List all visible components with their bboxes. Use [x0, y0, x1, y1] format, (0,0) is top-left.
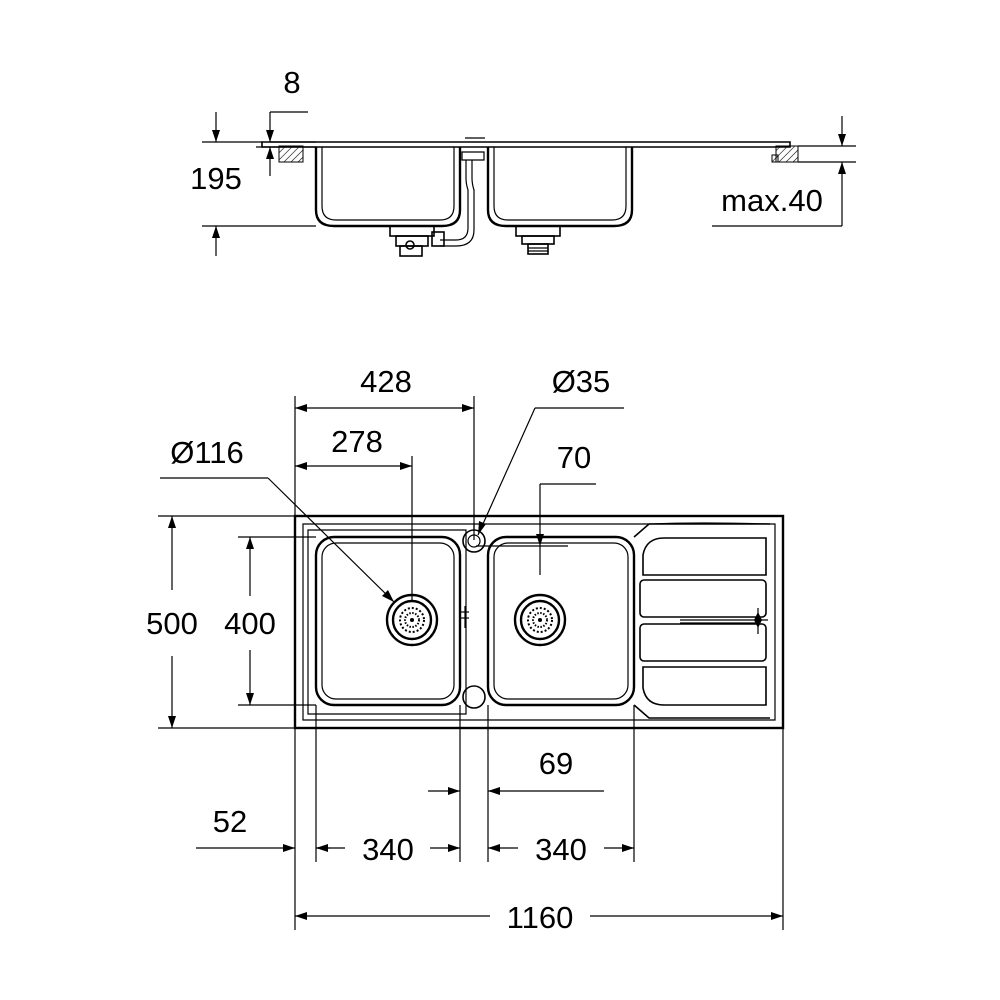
counter-right [775, 145, 799, 163]
dim-1160: 1160 [295, 900, 783, 935]
dim-8: 8 [256, 65, 316, 176]
right-strainer [513, 593, 567, 647]
dim-500-label: 500 [146, 606, 198, 641]
dim-278-label: 278 [331, 424, 383, 459]
dim-69: 69 [428, 746, 604, 795]
right-bowl [486, 535, 636, 707]
dim-d116-label: Ø116 [170, 435, 244, 470]
dim-max40-label: max.40 [721, 183, 823, 218]
dim-278: 278 [295, 424, 413, 600]
dim-400-label: 400 [224, 606, 276, 641]
drainer-board [633, 523, 770, 538]
dim-428-label: 428 [360, 364, 412, 399]
counter-left [278, 145, 304, 163]
sink-top-plate [261, 141, 791, 148]
dim-500: 500 [146, 515, 295, 729]
dim-69-label: 69 [539, 746, 573, 781]
dim-d35: Ø35 [477, 364, 624, 536]
dim-8-label: 8 [283, 65, 300, 100]
drainer-ribs [639, 537, 767, 706]
left-waste-fitting [389, 225, 445, 257]
dim-400: 400 [224, 536, 316, 706]
left-bowl-profile [314, 147, 462, 228]
dim-195: 195 [190, 112, 316, 256]
left-bowl [314, 535, 462, 707]
clip-right [771, 154, 779, 163]
dim-1160-label: 1160 [507, 900, 574, 935]
left-strainer [385, 593, 439, 647]
right-waste-fitting [515, 225, 561, 255]
dim-max40: max.40 [712, 116, 856, 227]
dim-52-label: 52 [213, 804, 247, 839]
dim-340-left-label: 340 [362, 832, 414, 867]
dim-340-left: 340 [316, 832, 460, 867]
side-section-view: 8 195 max.40 [190, 65, 856, 257]
dim-52: 52 [196, 804, 330, 852]
overflow-hole [462, 685, 486, 709]
dim-340-right: 340 [488, 832, 634, 867]
sink-outline [293, 514, 785, 730]
right-bowl-profile [486, 147, 634, 228]
drainer-plug [680, 608, 768, 634]
dim-428: 428 [294, 364, 475, 530]
dim-195-label: 195 [190, 161, 242, 196]
dim-70-label: 70 [557, 440, 591, 475]
dim-70: 70 [476, 440, 596, 575]
dim-d35-label: Ø35 [552, 364, 611, 399]
center-mark [461, 606, 469, 628]
dim-d116: Ø116 [160, 435, 395, 603]
dim-340-right-label: 340 [535, 832, 587, 867]
overflow-pipe [461, 151, 485, 161]
top-plan-view: 428 278 Ø35 Ø116 [146, 364, 785, 935]
